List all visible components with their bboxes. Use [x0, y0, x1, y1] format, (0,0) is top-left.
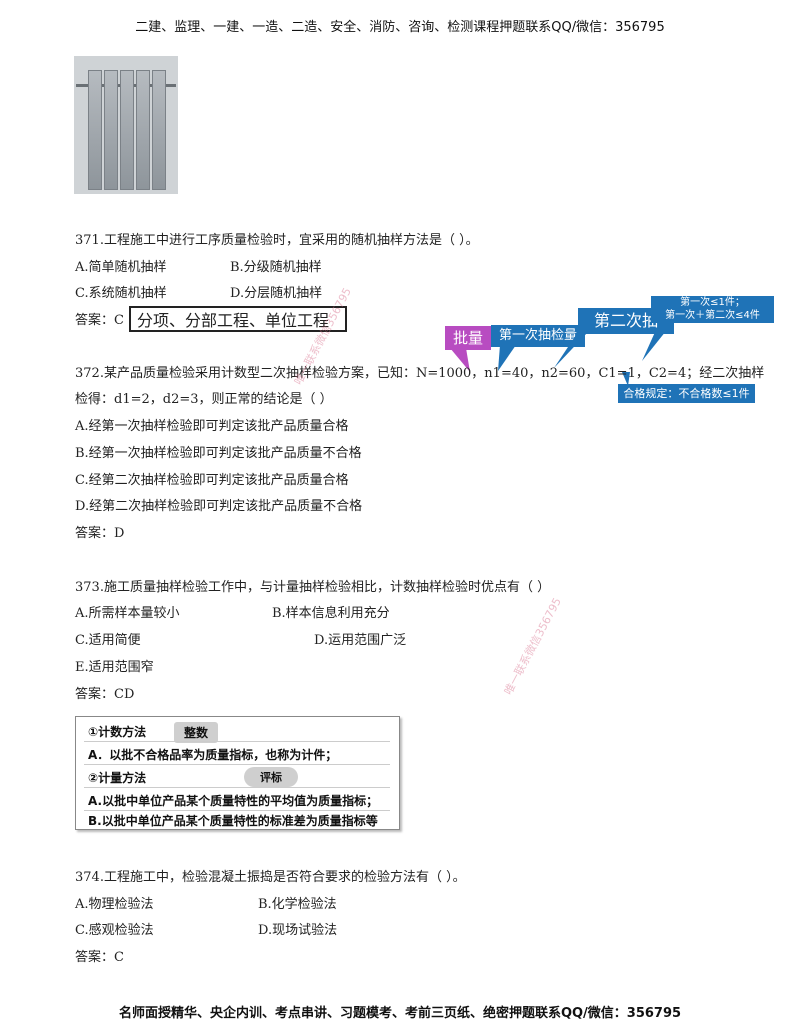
q373-option-a: A.所需样本量较小: [75, 606, 180, 621]
q374-option-a: A.物理检验法: [75, 897, 154, 912]
question-372-stem-line-1: 372.某产品质量检验采用计数型二次抽样检验方案，已知：N=1000，n1=40…: [75, 366, 765, 381]
callout-first-sample: 第一次抽检量: [491, 325, 585, 347]
note-measuring-desc-b: B.以批中单位产品某个质量特性的标准差为质量指标等: [88, 814, 378, 828]
photo-panel: [136, 70, 150, 190]
note-divider: [84, 741, 390, 742]
callout-pass-rule-pointer: [622, 372, 630, 386]
photo-panel: [88, 70, 102, 190]
q373-option-b: B.样本信息利用充分: [272, 606, 390, 621]
note-divider: [84, 787, 390, 788]
note-measuring-desc-a: A.以批中单位产品某个质量特性的平均值为质量指标；: [88, 794, 379, 808]
page-header: 二建、监理、一建、一造、二造、安全、消防、咨询、检测课程押题联系QQ/微信：35…: [135, 20, 665, 35]
watermark: 唯一联系微信356795: [501, 595, 564, 698]
note-tag-evaluation: 评标: [244, 767, 298, 787]
callout-rule-line-2: 第一次＋第二次≤4件: [665, 310, 760, 321]
note-divider: [84, 810, 390, 811]
q374-option-b: B.化学检验法: [258, 897, 337, 912]
q373-answer: 答案：CD: [75, 687, 135, 702]
note-measuring-method: ②计量方法: [88, 771, 147, 785]
photo-panel: [120, 70, 134, 190]
callout-batch: 批量: [445, 326, 491, 350]
q372-answer: 答案：D: [75, 526, 125, 541]
q373-option-c: C.适用简便: [75, 633, 141, 648]
q374-answer: 答案：C: [75, 950, 124, 965]
q371-answer: 答案：C: [75, 313, 124, 328]
photo-panel: [104, 70, 118, 190]
q374-option-c: C.感观检验法: [75, 923, 154, 938]
page-footer: 名师面授精华、央企内训、考点串讲、习题模考、考前三页纸、绝密押题联系QQ/微信：…: [118, 1006, 682, 1021]
q373-option-d: D.运用范围广泛: [314, 633, 407, 648]
callout-acceptance-rule: 第一次≤1件； 第一次＋第二次≤4件: [651, 296, 774, 323]
question-374-stem: 374.工程施工中，检验混凝土振捣是否符合要求的检验方法有（ ）。: [75, 870, 466, 885]
photo-panel: [152, 70, 166, 190]
q371-option-a: A.简单随机抽样: [75, 260, 167, 275]
q371-highlight-box: 分项、分部工程、单位工程: [129, 306, 347, 332]
q372-option-d: D.经第二次抽样检验即可判定该批产品质量不合格: [75, 499, 363, 514]
callout-rule-line-1: 第一次≤1件；: [680, 297, 745, 308]
callout-pass-rule: 合格规定：不合格数≤1件: [618, 384, 755, 403]
q374-option-d: D.现场试验法: [258, 923, 338, 938]
note-counting-method: ①计数方法: [88, 725, 147, 739]
q372-option-c: C.经第二次抽样检验即可判定该批产品质量合格: [75, 473, 349, 488]
q372-option-a: A.经第一次抽样检验即可判定该批产品质量合格: [75, 419, 349, 434]
q371-option-d: D.分层随机抽样: [230, 286, 323, 301]
question-372-stem-line-2: 检得：d1=2，d2=3，则正常的结论是（ ）: [75, 392, 333, 407]
note-divider: [84, 764, 390, 765]
q373-option-e: E.适用范围窄: [75, 660, 154, 675]
q371-option-c: C.系统随机抽样: [75, 286, 167, 301]
callout-batch-pointer: [450, 348, 470, 372]
note-counting-desc: A．以批不合格品率为质量指标，也称为计件；: [88, 748, 338, 762]
question-371-stem: 371.工程施工中进行工序质量检验时，宜采用的随机抽样方法是（ ）。: [75, 233, 479, 248]
formwork-photo: [74, 56, 178, 194]
callout-second-sample-pointer: [554, 332, 588, 368]
q373-explanation-box: ①计数方法 整数 A．以批不合格品率为质量指标，也称为计件； ②计量方法 评标 …: [75, 716, 400, 830]
note-tag-integer: 整数: [174, 722, 219, 743]
question-373-stem: 373.施工质量抽样检验工作中，与计量抽样检验相比，计数抽样检验时优点有（ ）: [75, 580, 551, 595]
callout-first-sample-pointer: [498, 345, 516, 371]
callout-rule-pointer: [642, 321, 674, 361]
q372-option-b: B.经第一次抽样检验即可判定该批产品质量不合格: [75, 446, 362, 461]
q371-option-b: B.分级随机抽样: [230, 260, 322, 275]
